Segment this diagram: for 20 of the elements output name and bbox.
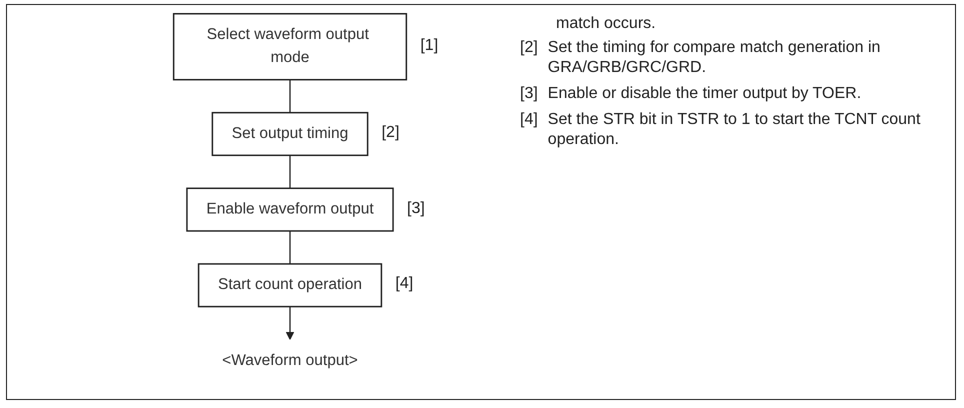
step-note: Set the timing for compare match generation in GRA/GRB/GRC/GRD. (548, 38, 882, 78)
step-note: match occurs. (555, 14, 657, 34)
step-number: [4] (520, 110, 538, 130)
node-box: Set output timing (212, 112, 368, 156)
connector (289, 80, 291, 113)
connector (289, 155, 291, 188)
node-text: <Waveform output> (222, 352, 358, 369)
node-box: Enable waveform output (186, 188, 394, 232)
step-note: Enable or disable the timer output by TOER. (548, 84, 862, 104)
step-note: Set the STR bit in TSTR to 1 to start the TCNT count operation. (548, 110, 922, 150)
step-number: [3] (407, 200, 425, 218)
arrow (286, 306, 294, 340)
node-box: Select waveform output mode (172, 13, 408, 80)
step-number: [3] (520, 84, 538, 104)
step-number: [2] (520, 38, 538, 58)
step-number: [4] (395, 275, 414, 294)
node-box: Start count operation (198, 263, 382, 308)
step-number: [2] (382, 124, 400, 142)
connector (289, 230, 291, 264)
step-number: [1] (420, 36, 438, 55)
